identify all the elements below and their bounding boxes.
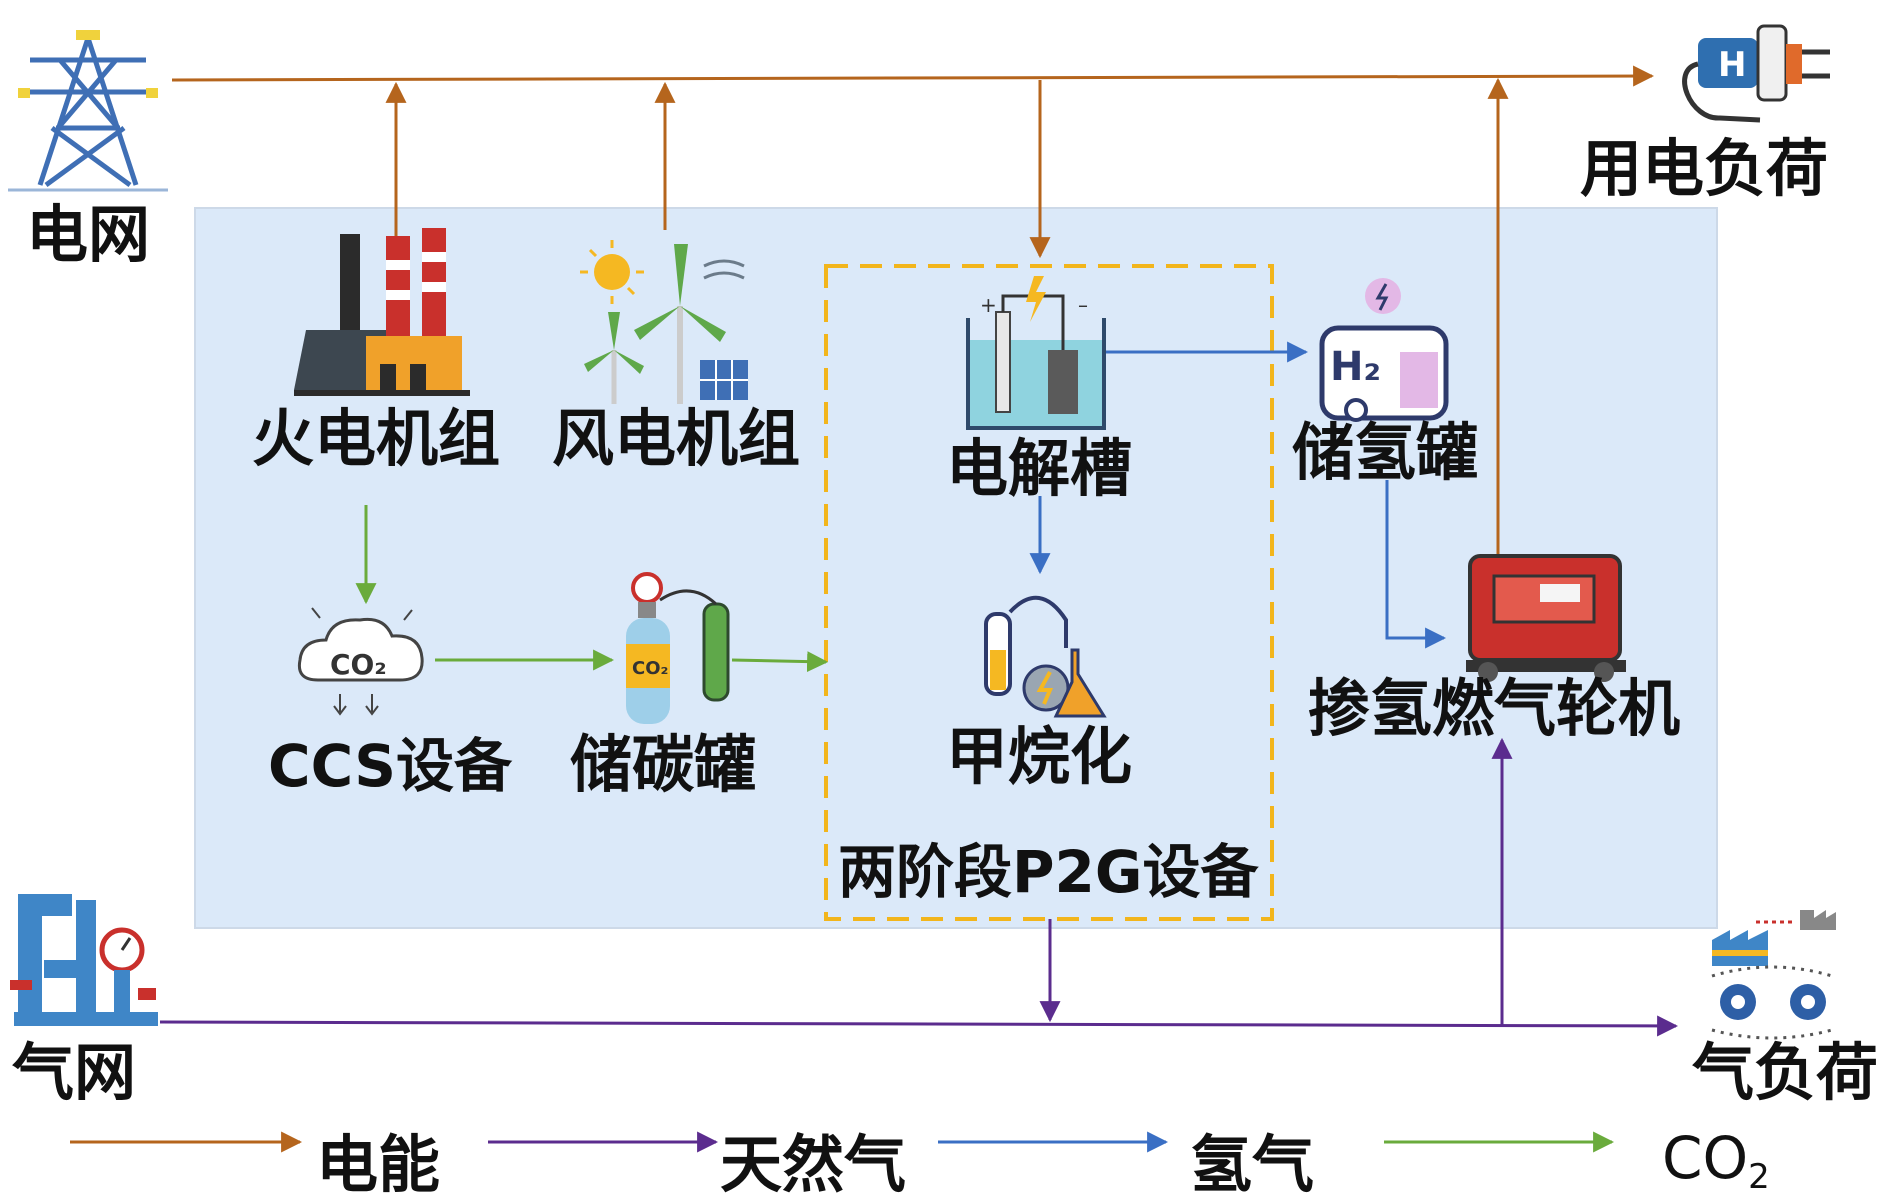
legend-co2-subscript: 2 (1748, 1157, 1770, 1197)
p2g-group-box (824, 264, 1274, 921)
gas-flows (159, 737, 1679, 1037)
grid-bus-line (171, 65, 1655, 87)
carbon-tank-to-p2g-arrow (731, 651, 829, 673)
legend-electricity-label: 电能 (316, 1128, 440, 1197)
generator-icon (1466, 554, 1626, 682)
hydrogen-flows (1029, 341, 1447, 649)
svg-text:H₂: H₂ (1330, 344, 1381, 390)
electric-load-label: 用电负荷 (1580, 132, 1828, 205)
wind-solar-icon (580, 240, 748, 404)
power-plug-icon: H (1682, 24, 1830, 123)
legend-gas-label: 天然气 (720, 1128, 906, 1197)
co2-cylinder-icon: CO₂ (626, 572, 730, 724)
hydrogen-tank-icon: H₂ (1319, 278, 1449, 422)
svg-text:+: + (980, 293, 997, 317)
electrolysis-cell-icon: + – (966, 276, 1106, 430)
lab-flask-icon (984, 595, 1107, 718)
hydrogen-tank-label: 储氢罐 (1292, 416, 1478, 489)
svg-text:CO₂: CO₂ (330, 648, 387, 681)
legend-co2-text: CO (1662, 1124, 1748, 1192)
gas-pipeline-icon (10, 894, 158, 1026)
gas-grid-label: 气网 (12, 1036, 136, 1109)
electrolyzer-label: 电解槽 (946, 432, 1132, 505)
ccs-label: CCS设备 (268, 732, 513, 800)
gas-turbine-label: 掺氢燃气轮机 (1308, 672, 1680, 745)
industrial-gas-load-icon (1711, 910, 1836, 1040)
h2-tank-to-turbine-arrow (1385, 480, 1447, 649)
transmission-tower-icon (8, 30, 168, 192)
gas-load-label: 气负荷 (1692, 1036, 1878, 1109)
system-box (194, 207, 1718, 929)
svg-text:CO₂: CO₂ (632, 658, 668, 679)
legend: 电能 天然气 氢气 CO2 (70, 1124, 1770, 1197)
svg-text:–: – (1078, 293, 1088, 317)
thermal-unit-label: 火电机组 (252, 402, 500, 475)
grid-label: 电网 (26, 198, 150, 271)
co2-flows (355, 505, 829, 673)
carbon-tank-label: 储碳罐 (570, 728, 756, 801)
gas-bus-line (159, 1015, 1679, 1037)
p2g-group-label: 两阶段P2G设备 (838, 838, 1259, 906)
svg-text:H: H (1718, 45, 1746, 85)
legend-co2-label: CO2 (1662, 1124, 1770, 1197)
legend-hydrogen-label: 氢气 (1190, 1128, 1314, 1197)
co2-cloud-icon: CO₂ (297, 607, 424, 716)
thermal-power-plant-icon (294, 228, 470, 396)
wind-unit-label: 风电机组 (552, 402, 800, 475)
electricity-flows (171, 65, 1655, 566)
methanation-label: 甲烷化 (946, 720, 1132, 793)
